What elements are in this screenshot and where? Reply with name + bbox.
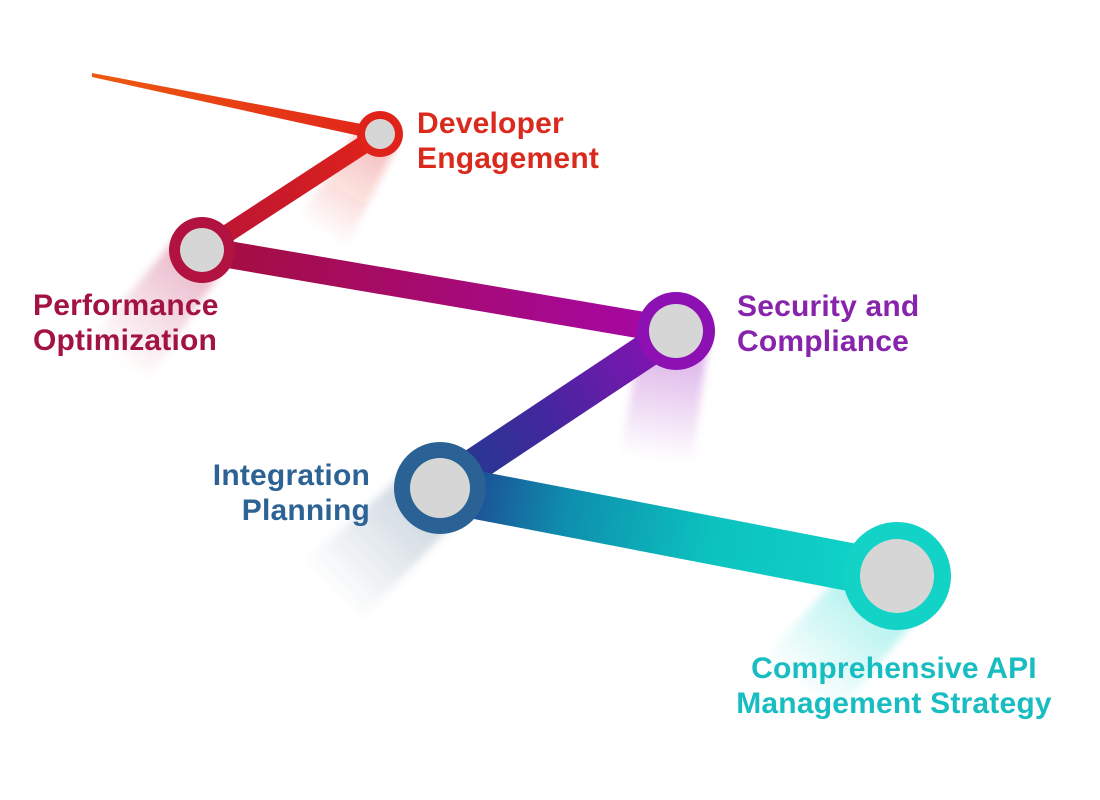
node-integration-planning	[394, 442, 486, 534]
label-line: Developer	[417, 107, 564, 140]
node-developer-engagement	[357, 111, 403, 157]
label-line: Security and	[737, 290, 920, 323]
node-core	[860, 539, 934, 613]
connector-1-2	[197, 126, 385, 258]
label-comprehensive-api: Comprehensive API Management Strategy	[708, 651, 1080, 721]
node-comprehensive-api	[843, 522, 951, 630]
label-integration-planning: Integration Planning	[0, 458, 370, 528]
label-line: Performance	[33, 289, 219, 322]
node-core	[180, 228, 224, 272]
label-line: Optimization	[33, 324, 218, 357]
node-core	[410, 458, 470, 518]
connector-2-3	[199, 236, 679, 345]
label-security-compliance: Security and Compliance	[737, 289, 919, 359]
label-line: Integration	[212, 459, 370, 492]
connector-3-4	[430, 316, 686, 503]
label-line: Comprehensive API	[751, 652, 1037, 685]
connector-4-5	[435, 464, 902, 600]
node-core	[365, 119, 395, 149]
connector-intro	[92, 73, 382, 141]
node-core	[649, 304, 703, 358]
label-line: Compliance	[737, 325, 910, 358]
label-line: Engagement	[417, 142, 600, 175]
node-performance-optimization	[169, 217, 235, 283]
label-performance-optimization: Performance Optimization	[33, 288, 219, 358]
label-line: Management Strategy	[736, 687, 1052, 720]
label-developer-engagement: Developer Engagement	[417, 106, 599, 176]
label-line: Planning	[241, 494, 370, 527]
node-security-compliance	[637, 292, 715, 370]
